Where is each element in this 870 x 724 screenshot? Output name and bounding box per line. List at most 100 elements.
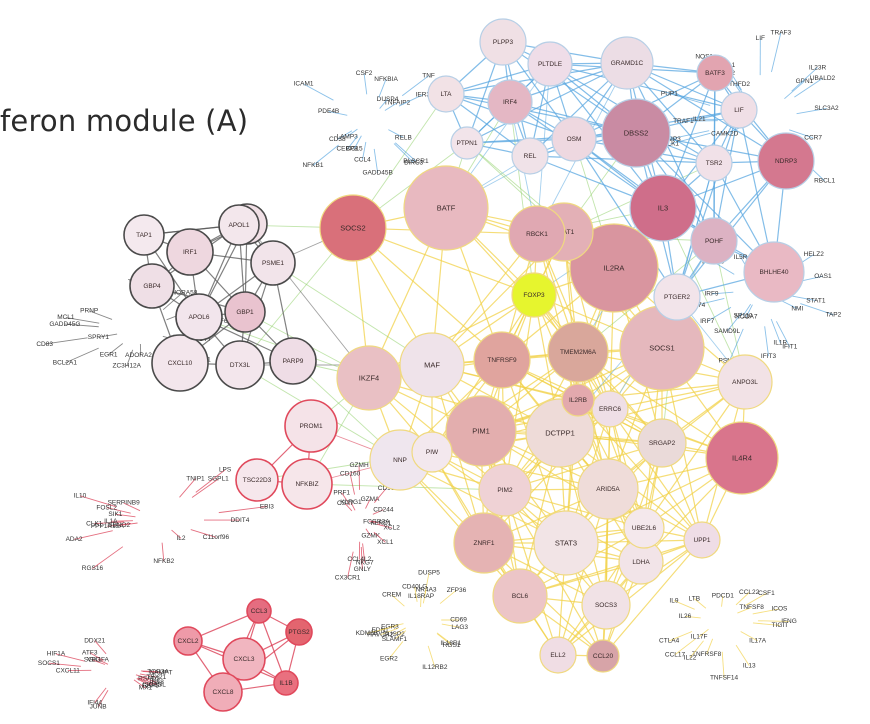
satellite-node-label: NMI [791,305,803,312]
node-label: NFKBIZ [295,481,318,488]
node-label: TSR2 [706,160,723,167]
node-label: IRF1 [183,249,197,256]
node-label: BATF [437,203,456,212]
node-label: GBP1 [236,309,254,316]
node-label: APOL1 [229,222,250,229]
node-label: LDHA [632,559,650,566]
node-label: ZNRF1 [474,540,495,547]
satellite-node-label: GZMH [350,462,369,469]
node-label: IL2RB [569,397,587,404]
satellite-node-label: EGR2 [380,656,398,663]
satellite-node-label: SP110 [734,312,753,319]
node-label: SRGAP2 [649,440,676,447]
node-label: SOCS2 [340,223,365,232]
satellite-node-label: IL18R1 [440,640,461,647]
satellite-node-label: ATF3 [82,649,98,656]
satellite-node-label: SGK1 [84,657,102,664]
satellite-node-label: ZC3H12A [112,363,141,370]
satellite-node-label: SGPL1 [208,476,229,483]
satellite-node-label: ZFP36 [447,587,467,594]
node-label: SOCS1 [649,343,674,352]
edge [771,33,780,72]
node-label: CXCL2 [178,638,199,645]
satellite-node-label: GNLY [354,566,372,573]
node-label: PLTDLE [538,61,563,68]
satellite-node-label: IL2 [176,535,185,542]
node-label: BCL6 [512,593,529,600]
satellite-node-label: IL12RB2 [422,664,448,671]
satellite-node-label: IL17A [749,638,767,645]
satellite-node-label: HAVCR2 [367,632,393,639]
satellite-node-label: DDX21 [84,637,105,644]
satellite-node-label: PDE4B [318,108,339,115]
satellite-node-label: XCL1 [377,539,394,546]
satellite-node-label: LPS [219,467,232,474]
node-label: GBP4 [143,283,161,290]
satellite-node-label: CCL22 [739,589,760,596]
satellite-node-label: EGR1 [100,351,118,358]
node-label: PIW [426,449,439,456]
node-label: ELL2 [550,652,566,659]
satellite-node-label: IL22 [684,654,697,661]
satellite-node-label: CD83 [36,341,53,348]
satellite-node-label: CST7 [337,500,354,507]
satellite-node-label: IL17F [691,633,708,640]
satellite-node-label: TAP2 [825,311,841,318]
satellite-node-label: LIF [756,35,765,42]
satellite-node-label: RGS16 [82,565,104,572]
node-label: UBE2L6 [632,525,657,532]
node-label: CCL20 [593,653,614,660]
diagram-title: feron module (A) [0,104,248,138]
satellite-node-label: SPRY1 [88,334,110,341]
satellite-node-label: SERPINB9 [108,500,141,507]
node-label: PTGER2 [664,294,690,301]
node-label: CCL3 [251,608,268,615]
satellite-node-label: SAMD9L [714,328,740,335]
satellite-node-label: EBI3 [260,503,274,510]
satellite-node-label: BCL2A1 [53,360,78,367]
node-label: ANPO3L [732,379,758,386]
node-label: NNP [393,457,407,464]
node-label: OSM [567,136,582,143]
satellite-node-label: TNFSF14 [710,675,739,682]
node-label: POHF [705,238,723,245]
satellite-node-label: IL23R [809,64,827,71]
satellite-node-label: IL5R [734,254,748,261]
node-label: PROM1 [299,423,323,430]
node-label: PTPN1 [457,140,478,147]
satellite-node-label: IRF9 [704,291,718,298]
node-label: RBCK1 [526,231,548,238]
satellite-node-label: DDIT4 [231,517,250,524]
satellite-node-label: NFKB2 [153,558,174,565]
satellite-node-label: GADD45G [49,321,80,328]
satellite-node-label: ICAM1 [294,81,314,88]
node-label: BHLHE40 [760,269,789,276]
satellite-node-label: IL9 [669,597,678,604]
node-label: IRF4 [503,99,517,106]
node-label: PSME1 [262,260,284,267]
node-label: ERRC6 [599,406,621,413]
satellite-node-label: IFI44 [87,699,102,706]
node-label: IL1B [279,680,292,687]
satellite-node-label: CXCL11 [56,667,80,674]
node-label: TAP1 [136,232,152,239]
satellite-node-label: CD244 [373,506,394,513]
satellite-node-label: CSF1 [758,590,775,597]
node-label: TNFRSF9 [487,357,517,364]
satellite-node-label: STAT1 [806,297,826,304]
node-label: BATF3 [705,70,725,77]
node-label: ARID5A [596,486,620,493]
satellite-node-label: NFKBIA [374,76,398,83]
satellite-node-label: OAS1 [814,273,832,280]
node-label: IKZF4 [359,373,379,382]
node-label: NDRP3 [775,158,797,165]
satellite-node-label: CTLA4 [659,638,680,645]
satellite-node-label: IL26 [679,613,692,620]
satellite-node-label: SBNO2 [108,522,130,529]
satellite-node-label: IFIT3 [761,353,777,360]
satellite-node-label: RELB [395,134,412,141]
satellite-node-label: ADA2 [66,536,83,543]
satellite-node-label: C11orf96 [203,534,230,541]
satellite-node-label: HIF1A [47,651,66,658]
